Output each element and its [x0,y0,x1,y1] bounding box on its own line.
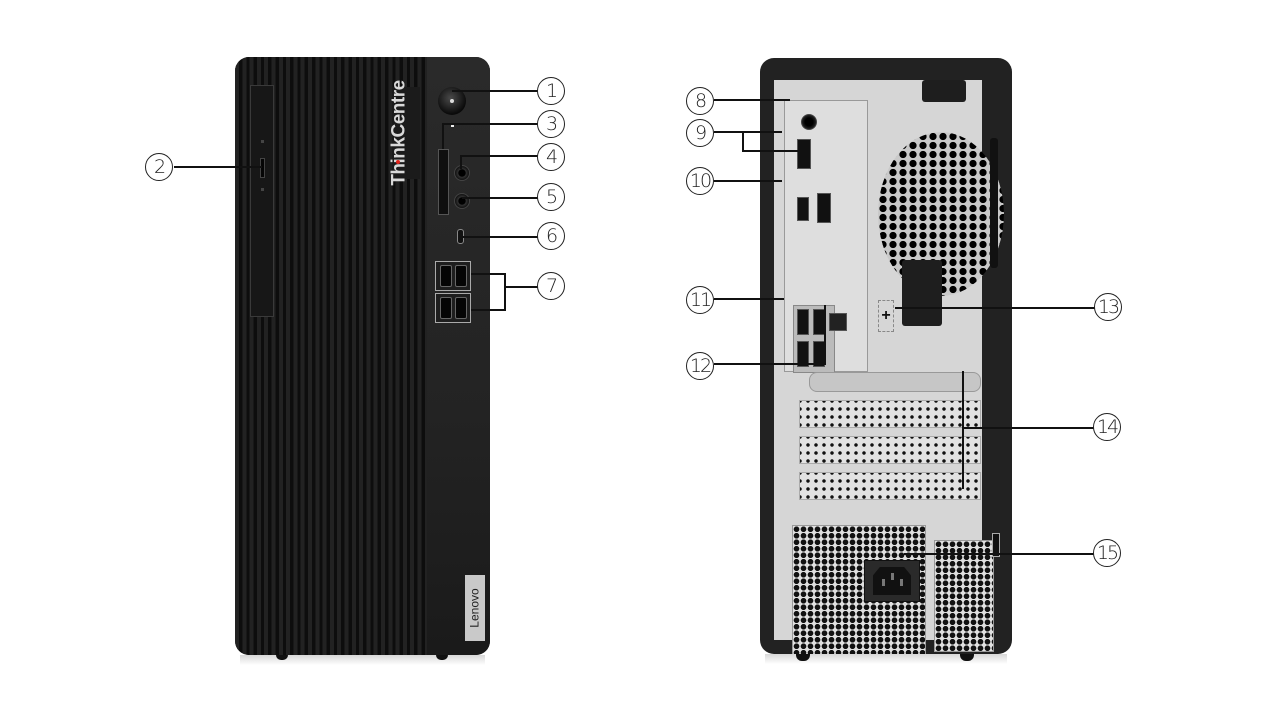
card-reader-slot[interactable] [438,149,449,215]
pcie-slot-x16 [809,372,981,392]
rear-usb-port[interactable] [797,309,809,335]
front-foot-left [276,655,288,660]
thinkcentre-red-dot [396,160,400,164]
thinkcentre-logo: ThinkCentre [389,80,411,186]
callout-14: 14 [1093,413,1121,441]
side-latch [990,138,998,268]
optical-drive-bay [250,85,274,317]
rear-tower: + [760,58,1012,654]
cable-lock-slot [922,80,966,102]
leader-line-9h [714,131,782,133]
rear-usb-port[interactable] [797,341,809,367]
front-tower: ThinkCentre Lenovo [235,57,490,655]
leader-line-3v [442,123,444,149]
fan-vent [878,132,1004,296]
callout-13: 13 [1094,293,1122,321]
leader-line-8 [714,99,790,101]
usb-a-group-top [435,261,471,291]
front-io-panel [427,57,490,655]
leader-line-2 [174,166,262,168]
callout-12: 12 [686,352,714,380]
psu-vent-right [934,540,994,652]
leader-line-13 [895,307,1095,309]
lenovo-badge: Lenovo [465,575,485,641]
callout-5: 5 [537,183,565,211]
front-shadow [240,655,485,665]
callout-3: 3 [537,110,565,138]
callout-9: 9 [686,119,714,147]
pcie-slot-cover-1 [799,400,981,428]
optional-port-cover [902,260,942,326]
optional-port-knockout[interactable]: + [878,300,894,332]
callout-10: 10 [686,167,714,195]
hdmi-port[interactable] [797,197,809,221]
rear-foot-left [796,654,810,661]
leader-line-6 [462,236,538,238]
usb-a-port[interactable] [455,265,467,287]
usb-a-port[interactable] [440,265,452,287]
callout-1: 1 [537,77,565,105]
leader-line-1 [452,90,538,92]
leader-line-4v [460,155,462,169]
usb-a-port[interactable] [455,297,467,319]
callout-7: 7 [537,272,565,300]
leader-line-14v [962,371,964,489]
leader-line-12h [714,363,826,365]
microphone-jack[interactable] [454,165,470,181]
leader-line-7h [504,286,538,288]
pcie-slot-cover-2 [799,436,981,464]
callout-8: 8 [686,87,714,115]
leader-line-7a [471,273,505,275]
callout-11: 11 [686,286,714,314]
pcie-slot-cover-3 [799,472,981,500]
front-foot-right [436,655,448,660]
leader-line-9v [742,131,744,151]
leader-line-4h [460,155,538,157]
rear-io-shield [784,100,868,373]
displayport-2[interactable] [817,193,831,223]
leader-line-9v2 [808,150,810,162]
leader-line-14h [962,427,1094,429]
leader-line-5 [462,197,538,199]
rear-foot-right [960,654,974,661]
status-led [451,124,454,127]
usb-a-group-bottom [435,293,471,323]
callout-6: 6 [537,222,565,250]
callout-15: 15 [1093,539,1121,567]
ac-power-inlet[interactable] [864,560,920,602]
optical-drive-eject-button[interactable] [260,158,265,178]
odd-led [261,140,264,143]
audio-line-out-jack[interactable] [801,114,817,130]
callout-2: 2 [145,153,173,181]
leader-line-9h2 [742,150,810,152]
rear-shadow [765,654,1007,664]
leader-line-11 [714,298,784,300]
displayport-1[interactable] [797,139,811,169]
rear-chassis: + [774,80,1004,654]
ethernet-port[interactable] [829,313,847,331]
leader-line-7b [471,309,505,311]
leader-line-7v [504,273,506,311]
callout-4: 4 [537,143,565,171]
headphone-jack[interactable] [454,193,470,209]
leader-line-10 [714,180,782,182]
leader-line-15 [904,553,1094,555]
security-lock-slot[interactable] [992,533,1000,557]
leader-line-3h [442,123,538,125]
odd-dot [261,188,264,191]
leader-line-12v [824,305,826,365]
usb-a-port[interactable] [440,297,452,319]
